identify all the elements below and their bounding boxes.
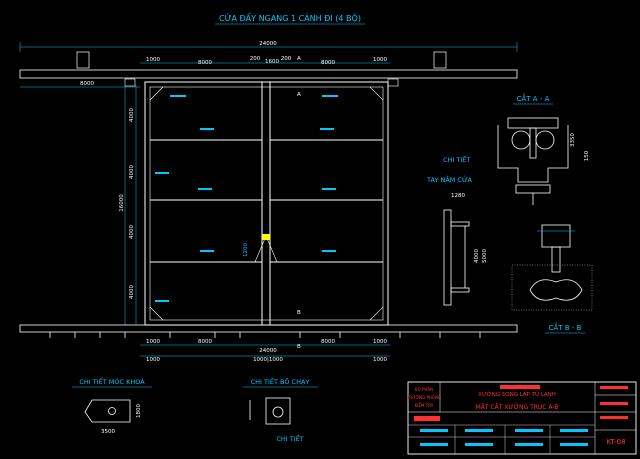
- svg-text:4000: 4000: [129, 165, 135, 179]
- handle-drawing: [443, 209, 470, 306]
- dim-overall-top: 24000: [259, 41, 277, 47]
- door-frame: [144, 81, 389, 326]
- drawing-title: CỬA ĐẨY NGANG 1 CÁNH ĐI (4 BỘ): [219, 11, 361, 23]
- svg-text:16000: 16000: [119, 194, 125, 212]
- top-dimensions: [19, 42, 518, 88]
- svg-text:1800: 1800: [136, 404, 142, 418]
- svg-text:8000: 8000: [321, 60, 335, 66]
- lock-drawing: [84, 399, 131, 423]
- top-row-dims: 1000 8000 200 1600 200 8000 1000: [146, 56, 387, 66]
- svg-text:A: A: [297, 92, 301, 98]
- svg-text:8000: 8000: [198, 339, 212, 345]
- lock-dims: 1800 3500: [101, 404, 142, 435]
- section-bb-label: CẮT B - B: [549, 322, 582, 332]
- section-aa-label: CẮT A - A: [517, 93, 550, 103]
- panel-notes: [155, 95, 338, 302]
- svg-text:1600: 1600: [265, 59, 279, 65]
- top-rail: [19, 51, 518, 87]
- section-aa-drawing: [497, 117, 569, 205]
- wheel-drawing: [249, 397, 291, 425]
- svg-text:1000: 1000: [373, 357, 387, 363]
- lock-detail-label: CHI TIẾT MÓC KHOÁ: [79, 376, 145, 386]
- dim-left-offset: 8000: [80, 81, 94, 87]
- svg-text:3500: 3500: [101, 429, 115, 435]
- svg-text:1280: 1280: [451, 193, 465, 199]
- svg-text:A: A: [297, 56, 301, 62]
- svg-text:3350: 3350: [570, 133, 576, 147]
- svg-text:5000: 5000: [482, 249, 488, 263]
- title-block-code: KT-08: [606, 438, 625, 446]
- handle-detail-label-2: TAY NẮM CỬA: [426, 174, 473, 184]
- svg-text:8000: 8000: [198, 60, 212, 66]
- svg-text:1000: 1000: [146, 357, 160, 363]
- svg-text:200: 200: [281, 56, 292, 62]
- svg-text:1000: 1000: [146, 339, 160, 345]
- svg-text:1000: 1000: [373, 57, 387, 63]
- svg-text:KIỂM TRA: KIỂM TRA: [415, 403, 434, 408]
- left-dim-labels: 4000 4000 4000 4000 16000: [119, 108, 135, 299]
- svg-text:TRƯỞNG PHÒNG: TRƯỞNG PHÒNG: [406, 395, 441, 400]
- svg-text:200: 200: [250, 56, 261, 62]
- bottom-dimensions: [140, 344, 390, 357]
- dim-center: 1200: [243, 243, 249, 257]
- svg-text:150: 150: [584, 150, 590, 161]
- svg-text:B: B: [297, 344, 301, 350]
- bottom-dim-labels: 1000 8000 8000 1000 24000 1000|1000 1000…: [146, 339, 387, 363]
- center-lock: [262, 234, 270, 240]
- section-marks: A A B B: [297, 56, 301, 350]
- svg-text:4000: 4000: [129, 285, 135, 299]
- section-aa-dims: 3350 150: [570, 133, 590, 162]
- section-bb-drawing: [511, 224, 593, 311]
- wheel-detail-label: CHI TIẾT BÔ CHẠY: [251, 376, 310, 386]
- bottom-rail: [19, 324, 518, 338]
- handle-detail-label-1: CHI TIẾT: [443, 154, 470, 164]
- title-block-company: XƯỞNG SONG LẬP TỦ LẠNH: [478, 390, 556, 398]
- title-block: BỘ PHẬN TRƯỞNG PHÒNG KIỂM TRA XƯỞNG SONG…: [406, 381, 637, 455]
- svg-text:BỘ PHẬN: BỘ PHẬN: [415, 387, 433, 392]
- svg-text:8000: 8000: [321, 339, 335, 345]
- svg-text:1000: 1000: [373, 339, 387, 345]
- left-dimensions: [124, 85, 137, 325]
- svg-text:1000|1000: 1000|1000: [253, 357, 283, 363]
- svg-text:B: B: [297, 310, 301, 316]
- bottom-detail-label: CHI TIẾT: [276, 433, 303, 443]
- svg-text:1000: 1000: [146, 57, 160, 63]
- title-block-drawing-name: MẶT CẮT XƯỞNG TRỤC A-B: [476, 403, 559, 411]
- svg-text:24000: 24000: [259, 348, 277, 354]
- handle-dims: 1280 4000 5000: [451, 193, 488, 263]
- svg-text:4000: 4000: [129, 225, 135, 239]
- svg-text:4000: 4000: [474, 249, 480, 263]
- svg-text:4000: 4000: [129, 108, 135, 122]
